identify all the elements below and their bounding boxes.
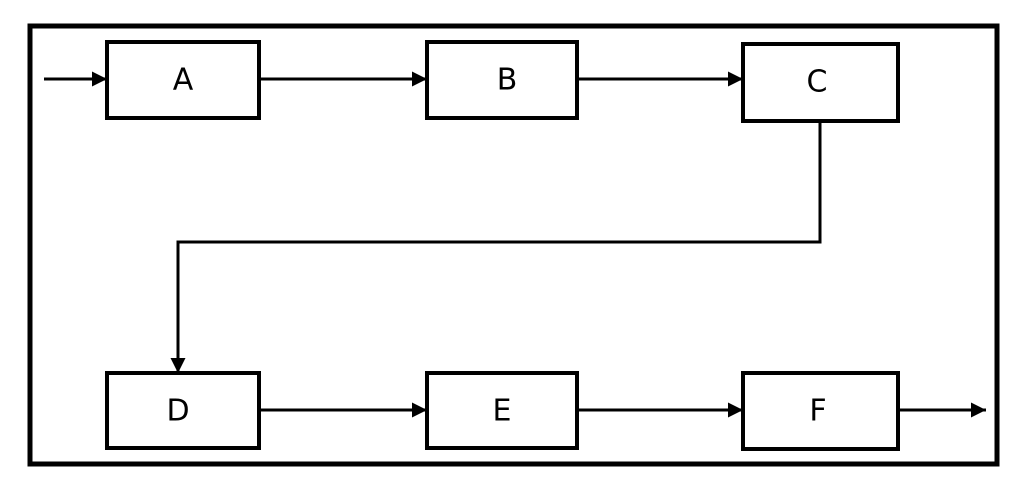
node-a: A [105, 40, 261, 120]
node-d-label: D [166, 394, 189, 429]
node-f-label: F [809, 394, 826, 429]
outer-frame [27, 23, 1000, 467]
node-b: B [425, 40, 579, 120]
edge-c-d [170, 121, 822, 373]
node-e: E [425, 371, 579, 450]
node-f: F [741, 371, 900, 451]
node-d: D [105, 371, 261, 450]
node-c: C [741, 42, 900, 123]
node-c-label: C [807, 65, 828, 100]
node-a-label: A [173, 63, 194, 98]
node-e-label: E [493, 394, 512, 429]
node-b-label: B [497, 63, 518, 98]
